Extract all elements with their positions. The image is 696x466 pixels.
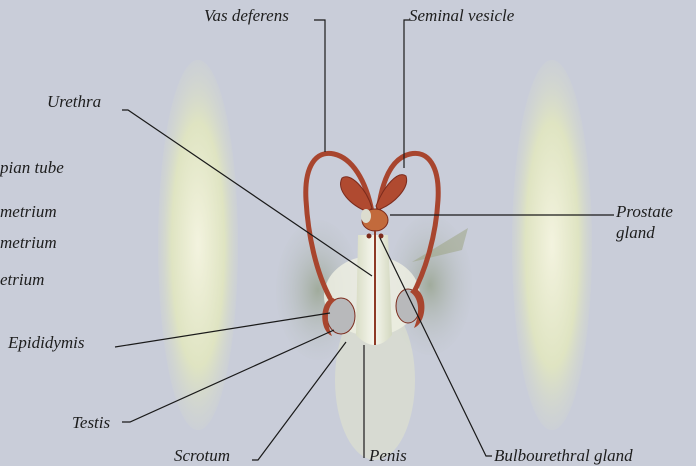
label-penis: Penis [369,446,407,466]
left-leg-shading [158,60,238,430]
bulbourethral-gland-right [379,234,384,239]
label-testis: Testis [72,413,110,433]
leader-vas-deferens [314,20,325,152]
label-prostate-gland-line2: gland [616,223,655,243]
leader-scrotum [252,342,346,460]
label-epididymis: Epididymis [8,333,85,353]
label-vas-deferens: Vas deferens [204,6,289,26]
label-myometrium-partial: metrium [0,233,57,253]
bulbourethral-gland-left [367,234,372,239]
leader-seminal-vesicle [404,20,410,168]
label-fallopian-tube-partial: pian tube [0,158,64,178]
label-scrotum: Scrotum [174,446,230,466]
label-bulbourethral-gland: Bulbourethral gland [494,446,633,466]
label-seminal-vesicle: Seminal vesicle [409,6,514,26]
label-prostate-gland-line1: Prostate [616,202,673,222]
label-urethra: Urethra [47,92,101,112]
label-perimetrium-partial: etrium [0,270,44,290]
label-endometrium-partial: metrium [0,202,57,222]
right-leg-shading [512,60,592,430]
bladder-neck [361,209,371,223]
